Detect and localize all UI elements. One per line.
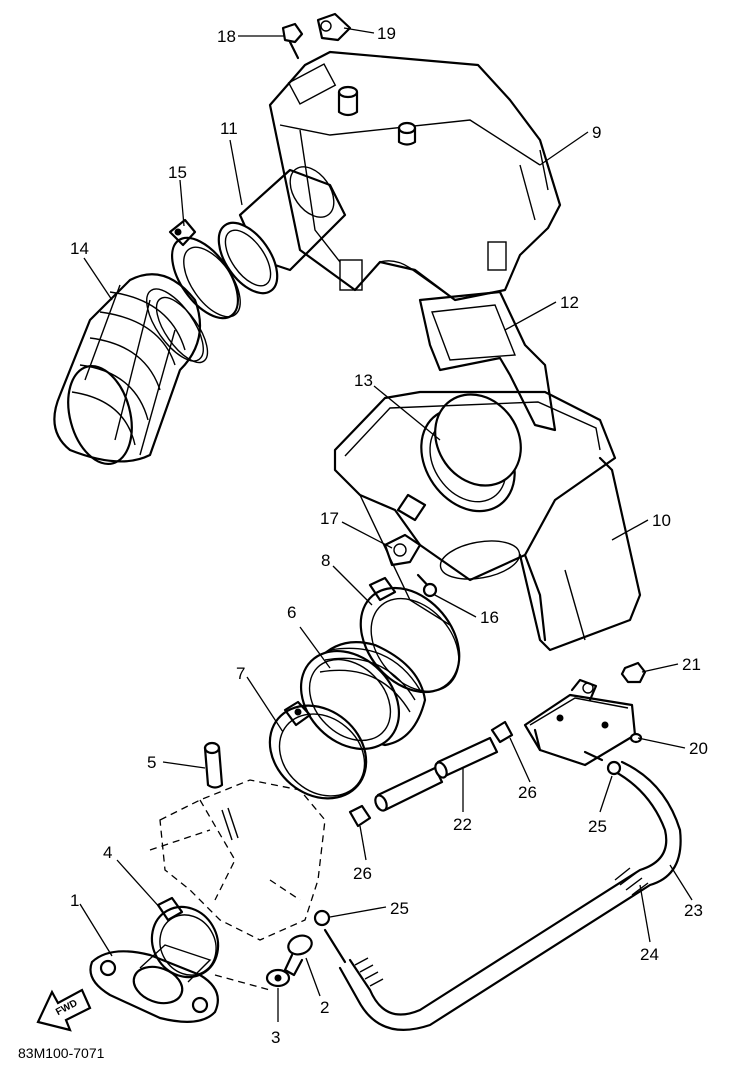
drawing-code: 83M100-7071 (18, 1045, 105, 1061)
callout-labels: 18 19 9 11 15 14 12 13 10 17 16 8 6 7 21… (70, 24, 708, 1047)
callout-26-upper: 26 (518, 783, 537, 802)
callout-26-lower: 26 (353, 864, 372, 883)
callout-3: 3 (271, 1028, 280, 1047)
callout-10: 10 (652, 511, 671, 530)
intake-manifold (89, 944, 219, 1023)
callout-20: 20 (689, 739, 708, 758)
callout-14: 14 (70, 239, 89, 258)
screw-5 (203, 741, 239, 841)
connecting-pipe-22 (374, 736, 499, 812)
hose-clip-25a (313, 909, 347, 964)
callout-12: 12 (560, 293, 579, 312)
screw-18 (281, 22, 304, 60)
callout-18: 18 (217, 27, 236, 46)
hose-clamp-15 (168, 218, 241, 320)
hose-clip-26a (348, 804, 372, 828)
hose-clip-25b (606, 760, 622, 776)
fuel-pump (523, 678, 643, 767)
bolt-2 (283, 934, 313, 977)
air-cleaner-seal (418, 290, 557, 432)
air-filter-element (420, 393, 522, 513)
callout-9: 9 (592, 123, 601, 142)
callout-11: 11 (220, 119, 238, 138)
forward-arrow-icon: FWD (36, 988, 92, 1032)
callout-8: 8 (321, 551, 330, 570)
callout-17: 17 (320, 509, 339, 528)
air-intake-tube (217, 166, 347, 295)
callout-25-lower: 25 (390, 899, 409, 918)
callout-1: 1 (70, 891, 79, 910)
carburetor-joint (299, 641, 427, 751)
hose-clamp-7 (268, 700, 368, 800)
callout-7: 7 (236, 664, 245, 683)
callout-25-upper: 25 (588, 817, 607, 836)
bolt-16 (416, 573, 438, 598)
callout-13: 13 (354, 371, 373, 390)
callout-6: 6 (287, 603, 296, 622)
callout-21: 21 (682, 655, 701, 674)
callout-16: 16 (480, 608, 499, 627)
callout-15: 15 (168, 163, 187, 182)
callout-23: 23 (684, 901, 703, 920)
callout-4: 4 (103, 843, 112, 862)
intake-duct (53, 273, 209, 466)
leader-lines (79, 27, 693, 1022)
air-cleaner-cover (268, 50, 562, 302)
callout-19: 19 (377, 24, 396, 43)
nut-21 (620, 661, 647, 684)
carburetor-outline (149, 779, 326, 991)
callout-2: 2 (320, 998, 329, 1017)
callout-24: 24 (640, 945, 659, 964)
callout-22: 22 (453, 815, 472, 834)
clamp-17 (383, 533, 422, 567)
hose-clip-26b (490, 720, 514, 744)
air-cleaner-case (333, 390, 642, 652)
fuel-hose (338, 760, 682, 1031)
clip-19 (316, 12, 352, 42)
washer-3 (265, 968, 291, 988)
callout-5: 5 (147, 753, 156, 772)
